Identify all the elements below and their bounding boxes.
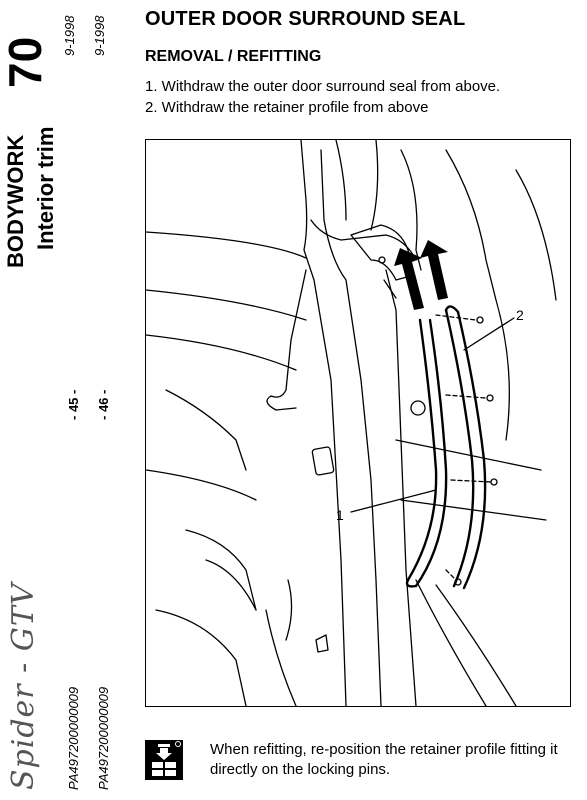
page-number: - 46 - [96, 389, 111, 420]
procedure-subtitle: REMOVAL / REFITTING [145, 48, 322, 65]
brand-logo: Spider - GTV [6, 582, 41, 791]
revision-date: 9-1998 [92, 15, 107, 56]
step-list: 1. Withdraw the outer door surround seal… [145, 76, 500, 118]
document-code: PA497200000009 [96, 686, 111, 790]
section-number: 70 [0, 36, 51, 88]
section-subtitle: Interior trim [33, 126, 58, 250]
section-title: BODYWORK [3, 134, 28, 268]
side-margin: 70 BODYWORK Interior trim 9-1998 9-1998 … [0, 0, 130, 800]
step-item: 1. Withdraw the outer door surround seal… [145, 78, 501, 95]
callout-1: 1 [336, 507, 344, 523]
step-item: 2. Withdraw the retainer profile from ab… [145, 99, 429, 116]
document-code: PA497200000009 [66, 686, 81, 790]
page-title: OUTER DOOR SURROUND SEAL [145, 8, 466, 30]
page-number: - 45 - [66, 389, 81, 420]
callout-2: 2 [516, 307, 524, 323]
refitting-icon [145, 740, 183, 780]
door-seal-drawing: 1 2 [146, 140, 557, 706]
technical-illustration: 1 2 [145, 139, 571, 707]
revision-date: 9-1998 [62, 15, 77, 56]
refitting-note: When refitting, re-position the retainer… [210, 741, 558, 778]
